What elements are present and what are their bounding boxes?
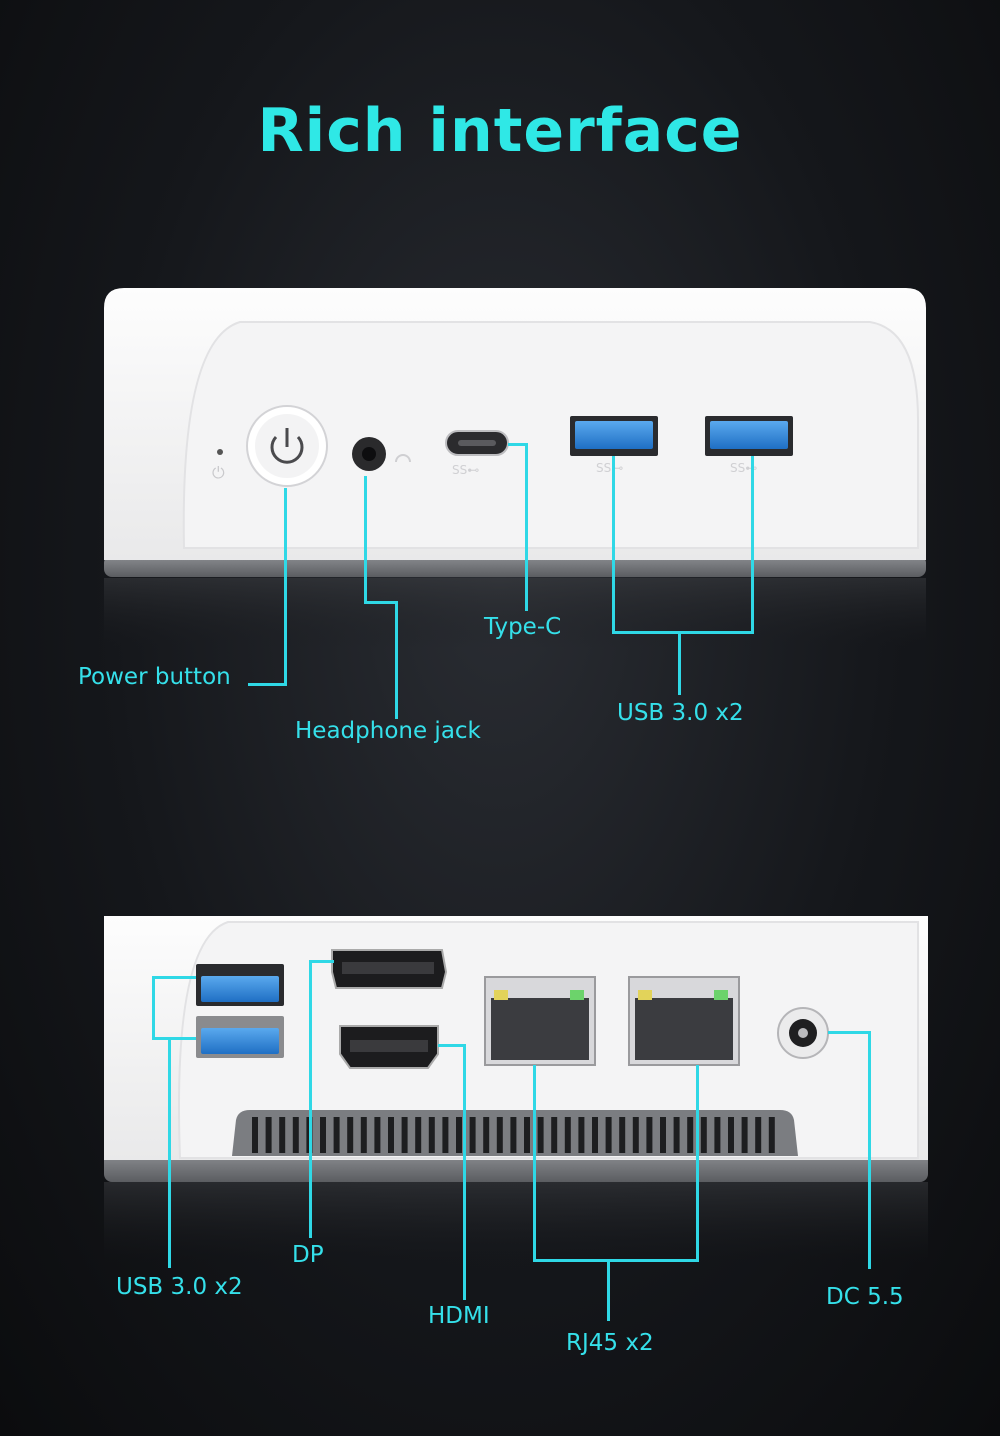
- hdmi-line-h: [438, 1044, 466, 1047]
- vent-slot: [469, 1117, 476, 1153]
- svg-text:⏻: ⏻: [212, 463, 225, 482]
- usb-back-line-h2: [152, 1037, 196, 1040]
- usb1-mark: SS⊷: [596, 461, 624, 475]
- usb-front-line-v2: [751, 456, 754, 634]
- vent-slot: [687, 1117, 694, 1153]
- vent-slot: [728, 1117, 734, 1153]
- page-title: Rich interface: [257, 96, 743, 166]
- back-unit: [104, 916, 928, 1262]
- vent-slot: [524, 1117, 530, 1153]
- usb-back-line-v1: [152, 976, 155, 1040]
- vent-slot: [741, 1117, 748, 1153]
- vent-slot: [768, 1117, 775, 1153]
- vent-slot: [265, 1117, 272, 1153]
- vent-slot: [483, 1117, 490, 1153]
- hdmi-line-v: [463, 1044, 466, 1300]
- vent-slot: [714, 1117, 721, 1153]
- vent-slot: [279, 1117, 286, 1153]
- usb-back-label: USB 3.0 x2: [116, 1274, 243, 1300]
- typec-line-v: [525, 443, 528, 611]
- headphone-line-v2: [395, 601, 398, 719]
- vent-slot: [605, 1117, 612, 1153]
- hdmi-label: HDMI: [428, 1303, 490, 1329]
- vent-slot: [551, 1117, 558, 1153]
- vent-slot: [673, 1117, 680, 1153]
- vent-slot: [537, 1117, 544, 1153]
- vent-slot: [252, 1117, 258, 1153]
- vent-slot: [333, 1117, 340, 1153]
- vent-slot: [755, 1117, 762, 1153]
- headphone-jack-label: Headphone jack: [295, 718, 481, 744]
- vent-slot: [700, 1117, 707, 1153]
- usb-front-line-v3: [678, 631, 681, 695]
- usb-front-line-v1: [612, 456, 615, 634]
- usb-front-line-h: [612, 631, 754, 634]
- type-c-label: Type-C: [484, 614, 562, 640]
- usb-back-line-h1: [152, 976, 196, 979]
- vent-slot: [388, 1117, 394, 1153]
- rj45-line-v2: [696, 1065, 699, 1262]
- dc-line-h: [828, 1031, 871, 1034]
- vent-slot: [646, 1117, 653, 1153]
- vent-slot: [632, 1117, 639, 1153]
- vent-slot: [592, 1117, 598, 1153]
- typec-mark: SS⊷: [452, 463, 480, 477]
- vent-slot: [320, 1117, 326, 1153]
- vent-slot: [578, 1117, 585, 1153]
- power-line-v: [284, 488, 287, 686]
- usb-back-line-v2: [168, 1037, 171, 1268]
- rj45-label: RJ45 x2: [566, 1330, 654, 1356]
- vent-slot: [292, 1117, 299, 1153]
- rj45-line-v3: [607, 1259, 610, 1321]
- rj45-line-h: [533, 1259, 699, 1262]
- front-unit: ⏻: [104, 288, 926, 648]
- vent-slot: [401, 1117, 408, 1153]
- typec-line-h: [508, 443, 528, 446]
- usb2-mark: SS⊷: [730, 461, 758, 475]
- vent-slot: [660, 1117, 666, 1153]
- headphone-line-v1: [364, 476, 367, 604]
- rj45-line-v1: [533, 1065, 536, 1262]
- power-line-h: [248, 683, 287, 686]
- vent-slot: [374, 1117, 381, 1153]
- vent-slot: [428, 1117, 435, 1153]
- vent-slot: [496, 1117, 503, 1153]
- dc-label: DC 5.5: [826, 1284, 904, 1310]
- vent-slot: [456, 1117, 462, 1153]
- vent-slot: [347, 1117, 354, 1153]
- usb-front-label: USB 3.0 x2: [617, 700, 744, 726]
- vent-slot: [510, 1117, 517, 1153]
- dp-line-v: [309, 960, 312, 1238]
- vent-slot: [564, 1117, 571, 1153]
- dc-line-v: [868, 1031, 871, 1269]
- headphone-line-h: [364, 601, 398, 604]
- vent-slot: [360, 1117, 367, 1153]
- vent-slot: [415, 1117, 422, 1153]
- vent-slot: [619, 1117, 626, 1153]
- dp-label: DP: [292, 1242, 324, 1268]
- vent-slot: [442, 1117, 449, 1153]
- power-button-label: Power button: [78, 664, 231, 690]
- dp-line-h: [309, 960, 334, 963]
